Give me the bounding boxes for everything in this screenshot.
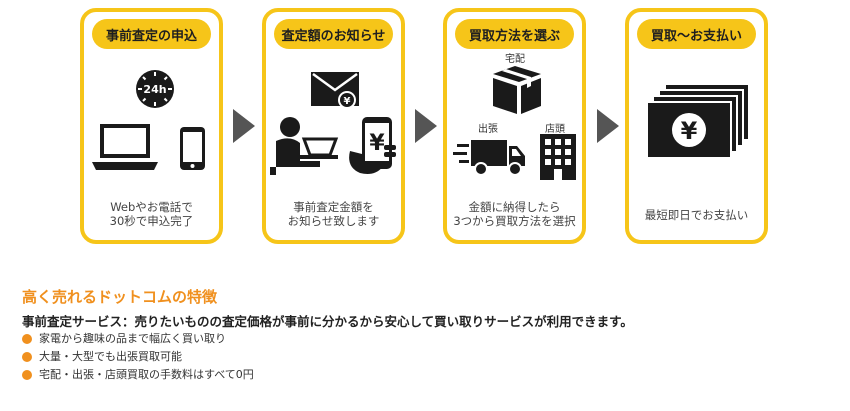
step-card-method: 買取方法を選ぶ 宅配 出張 店頭 金額に納得したら 3つから買取方法を選択 [443,8,586,244]
step-desc-line: 30秒で申込完了 [109,214,194,228]
arrow-right-icon [233,109,255,143]
step-card-apply: 事前査定の申込 24h Webやお電話で 30秒で申込完了 [80,8,223,244]
step-card-notice: 査定額のお知らせ ¥ ¥ 事前査定金額を お知らせ致します [262,8,405,244]
smartphone-icon [180,127,205,170]
bullet-dot-icon [22,334,32,344]
method-label-tentou: 店頭 [545,124,565,135]
arrow-right-icon [415,109,437,143]
step-desc-line: 最短即日でお支払い [644,208,749,222]
step-desc-line: 金額に納得したら [468,200,561,214]
step-title: 買取方法を選ぶ [455,19,574,49]
box-icon [493,66,541,114]
step-desc-line: Webやお電話で [110,200,193,214]
svg-text:¥: ¥ [344,96,351,107]
svg-text:¥: ¥ [369,131,385,156]
hand-phone-yen-icon: ¥ [349,117,396,174]
svg-text:24h: 24h [143,83,166,96]
method-label-shutchou: 出張 [478,124,498,135]
method-label-takuhai: 宅配 [505,54,525,65]
step-title: 査定額のお知らせ [274,19,393,49]
step-desc-line: 3つから買取方法を選択 [453,214,576,228]
bullet-dot-icon [22,352,32,362]
step-desc-line: お知らせ致します [287,214,380,228]
cash-bills-icon: ¥ [647,84,750,159]
step-card-payment: 買取～お支払い ¥ 最短即日でお支払い [625,8,768,244]
laptop-icon [92,124,158,170]
feature-text: 宅配・出張・店頭買取の手数料はすべて0円 [39,368,254,381]
step-desc-line: 事前査定金額を [293,200,374,214]
features-list: 家電から趣味の品まで幅広く買い取り 大量・大型でも出張買取可能 宅配・出張・店頭… [22,331,254,385]
person-laptop-icon [270,117,339,175]
svg-text:¥: ¥ [681,117,698,145]
truck-icon [453,140,525,176]
clock-24h-icon: 24h [136,70,174,108]
bullet-dot-icon [22,370,32,380]
mail-yen-icon: ¥ [311,72,359,109]
building-icon [540,134,576,180]
step-title: 事前査定の申込 [92,19,211,49]
feature-text: 家電から趣味の品まで幅広く買い取り [39,332,226,345]
list-item: 家電から趣味の品まで幅広く買い取り [22,331,254,349]
list-item: 宅配・出張・店頭買取の手数料はすべて0円 [22,367,254,385]
features-subtitle: 事前査定サービス：売りたいものの査定価格が事前に分かるから安心して買い取りサービ… [22,314,633,329]
list-item: 大量・大型でも出張買取可能 [22,349,254,367]
features-title: 高く売れるドットコムの特徴 [22,288,218,306]
feature-text: 大量・大型でも出張買取可能 [39,350,182,363]
arrow-right-icon [597,109,619,143]
step-title: 買取～お支払い [637,19,756,49]
